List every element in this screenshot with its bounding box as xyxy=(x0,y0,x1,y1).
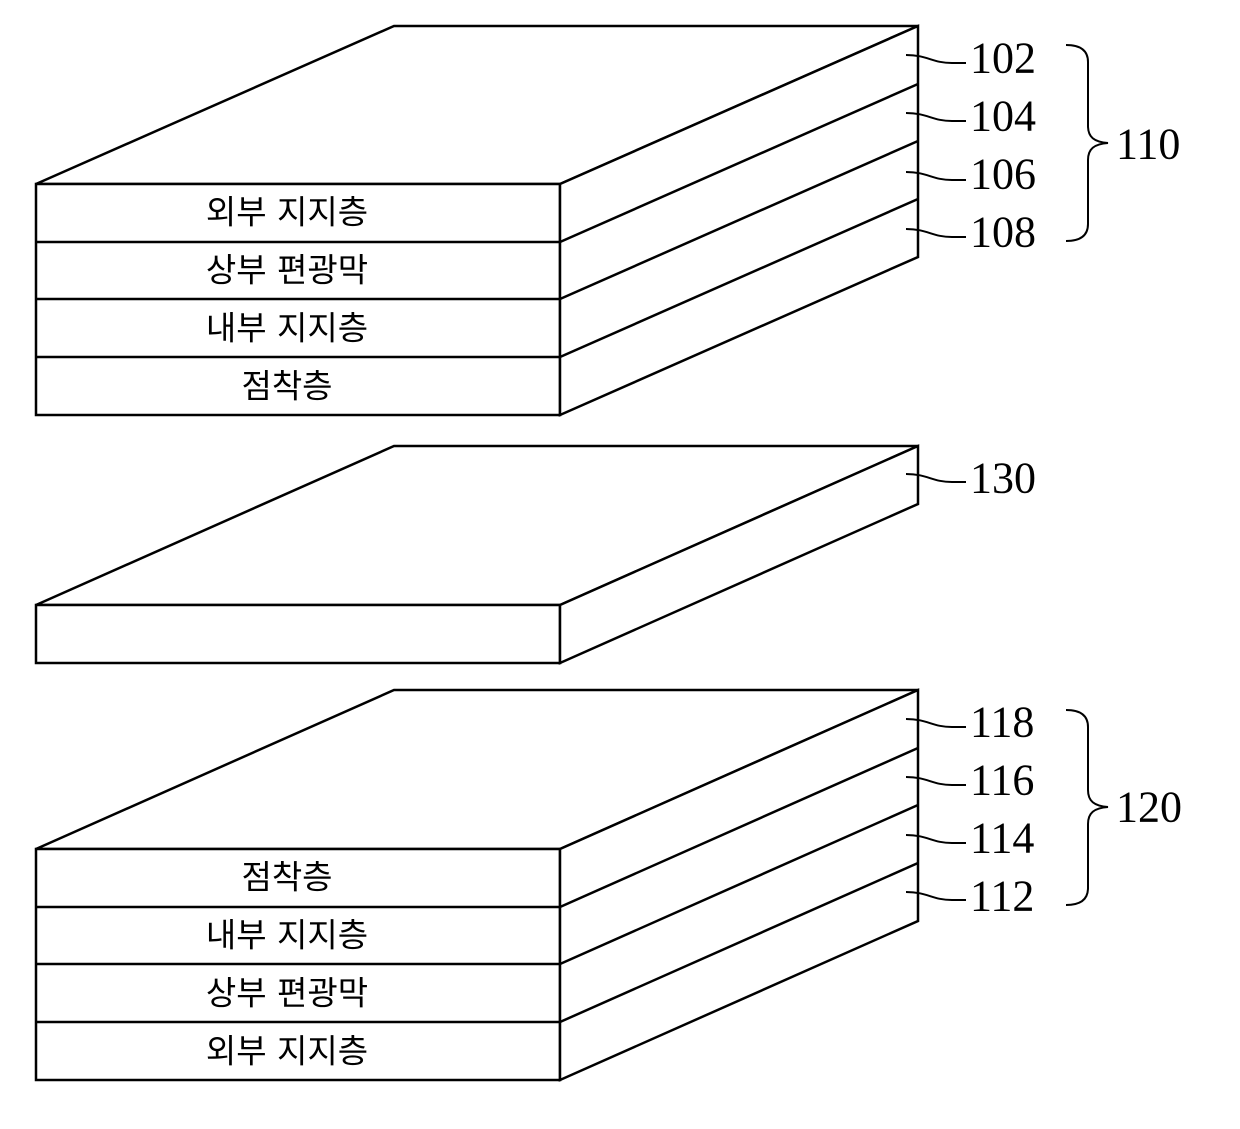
top-layer-label-inner-support: 내부 지지층 xyxy=(206,309,368,348)
middle-plate-front-face xyxy=(36,605,560,663)
bottom-layer-label-adhesive: 점착층 xyxy=(241,858,332,897)
top-layer-label-polarizer: 상부 편광막 xyxy=(206,251,368,290)
bottom-layer-label-inner-support: 내부 지지층 xyxy=(206,916,368,955)
group-brace xyxy=(1066,710,1108,905)
ref-number-102: 102 xyxy=(970,34,1036,83)
top-layer-label-outer-support: 외부 지지층 xyxy=(206,193,368,232)
group-brace xyxy=(1066,45,1108,241)
ref-number-108: 108 xyxy=(970,208,1036,257)
ref-number-130: 130 xyxy=(970,454,1036,503)
ref-number-120: 120 xyxy=(1116,783,1182,832)
ref-number-116: 116 xyxy=(970,756,1034,805)
ref-number-118: 118 xyxy=(970,698,1034,747)
ref-number-112: 112 xyxy=(970,872,1034,921)
ref-number-106: 106 xyxy=(970,150,1036,199)
middle-plate: 130 xyxy=(36,446,1036,663)
bottom-layer-label-polarizer: 상부 편광막 xyxy=(206,974,368,1013)
ref-number-110: 110 xyxy=(1116,120,1180,169)
bottom-stack: 점착층 내부 지지층 상부 편광막 외부 지지층 118 116 114 112… xyxy=(36,690,1182,1080)
top-layer-label-adhesive: 점착층 xyxy=(241,367,332,406)
ref-number-104: 104 xyxy=(970,92,1036,141)
top-stack: 외부 지지층 상부 편광막 내부 지지층 점착층 102 104 106 108… xyxy=(36,26,1180,415)
ref-number-114: 114 xyxy=(970,814,1034,863)
bottom-layer-label-outer-support: 외부 지지층 xyxy=(206,1032,368,1071)
